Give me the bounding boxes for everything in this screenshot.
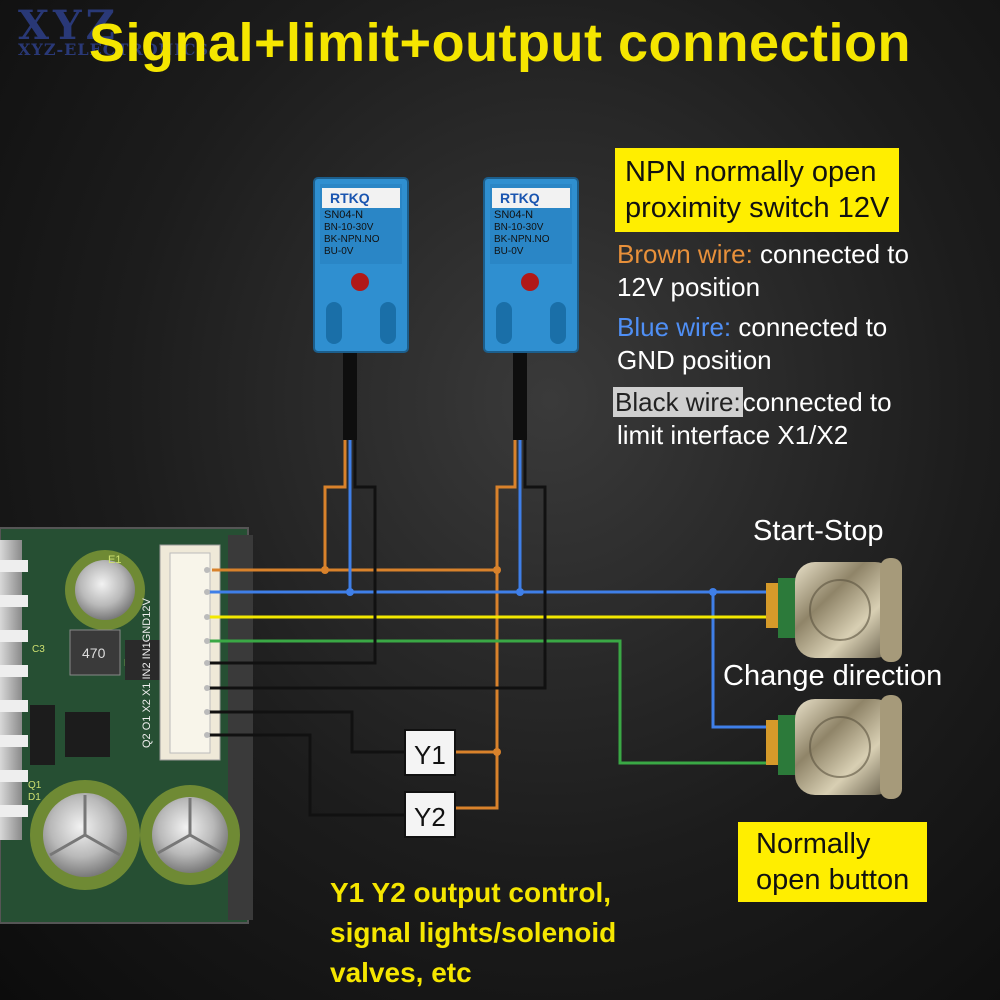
wire-black-x1 <box>205 430 377 665</box>
output-y2-label: Y2 <box>414 802 446 832</box>
npn-switch-note: NPN normally open proximity switch 12V <box>615 148 900 232</box>
sensor-spec: BU-0V <box>494 246 524 257</box>
inductor-label: 470 <box>82 645 106 661</box>
heatsink <box>0 540 28 840</box>
wire-brown-sensor2 <box>455 430 517 810</box>
sensor-model: SN04-N <box>324 209 363 221</box>
blue-wire-info: Blue wire: connected to GND position <box>617 312 888 375</box>
connector-pin-labels: Q2 O1 X2 X1 IN2 IN1GND12V <box>141 598 153 748</box>
board-label-c3: C3 <box>32 644 45 655</box>
black-wire-info: Black wire:connected to limit interface … <box>613 387 892 450</box>
sensor-spec: BN-10-30V <box>324 222 374 233</box>
page-title: Signal+limit+output connection <box>88 13 912 73</box>
chip <box>125 640 163 680</box>
wire-blue-direction <box>711 592 780 729</box>
sensor-spec: BU-0V <box>324 246 354 257</box>
sensor-spec: BN-10-30V <box>494 222 544 233</box>
capacitor-top: E1 <box>65 550 145 630</box>
sensor-led-icon <box>521 273 539 291</box>
change-direction-label: Change direction <box>723 660 943 692</box>
board-label-d1: D1 <box>28 792 41 803</box>
sensor-brand: RTKQ <box>330 190 370 206</box>
proximity-sensor-2: RTKQ SN04-N BN-10-30V BK-NPN.NO BU-0V <box>483 177 579 440</box>
wire-black-y2 <box>205 733 405 817</box>
brown-wire-key: Brown wire: <box>617 239 753 269</box>
wire-brown-sensor1 <box>323 430 347 570</box>
start-stop-label: Start-Stop <box>753 515 884 547</box>
terminal-connector: Q2 O1 X2 X1 IN2 IN1GND12V <box>141 544 221 761</box>
start-stop-button <box>766 558 902 662</box>
output-y2-box: Y2 <box>404 791 456 838</box>
output-y1-box: Y1 <box>404 729 456 776</box>
chip <box>65 712 110 757</box>
diode <box>30 705 55 765</box>
normally-open-button-note: Normally open button <box>738 822 928 902</box>
wire-green <box>205 639 780 765</box>
blue-wire-key: Blue wire: <box>617 312 732 342</box>
board-label-q1: Q1 <box>28 780 42 791</box>
output-description: Y1 Y2 output control, signal lights/sole… <box>330 877 617 988</box>
change-direction-button <box>766 695 902 799</box>
sensor-spec: BK-NPN.NO <box>324 234 380 245</box>
inductor: 470 <box>69 629 121 676</box>
wire-black-x2 <box>205 430 547 690</box>
watermark-logo: XYZ XYZ-ELECTRONICS <box>18 2 210 59</box>
capacitor-bottom-right <box>140 785 240 885</box>
proximity-sensor-1: RTKQ SN04-N BN-10-30V BK-NPN.NO BU-0V <box>313 177 409 440</box>
sensor-led-icon <box>351 273 369 291</box>
wires <box>204 430 780 817</box>
output-y1-label: Y1 <box>414 740 446 770</box>
board-label-e1: E1 <box>108 554 121 566</box>
brown-wire-info: Brown wire: connected to 12V position <box>617 239 909 302</box>
sensor-model: SN04-N <box>494 209 533 221</box>
sensor-spec: BK-NPN.NO <box>494 234 550 245</box>
wire-black-y1 <box>205 710 405 754</box>
capacitor-bottom-left <box>30 780 140 890</box>
controller-board: E1 470 C3 L1 Q1 D1 <box>0 527 253 924</box>
black-wire-key: Black wire: <box>613 387 743 417</box>
sensor-brand: RTKQ <box>500 190 540 206</box>
